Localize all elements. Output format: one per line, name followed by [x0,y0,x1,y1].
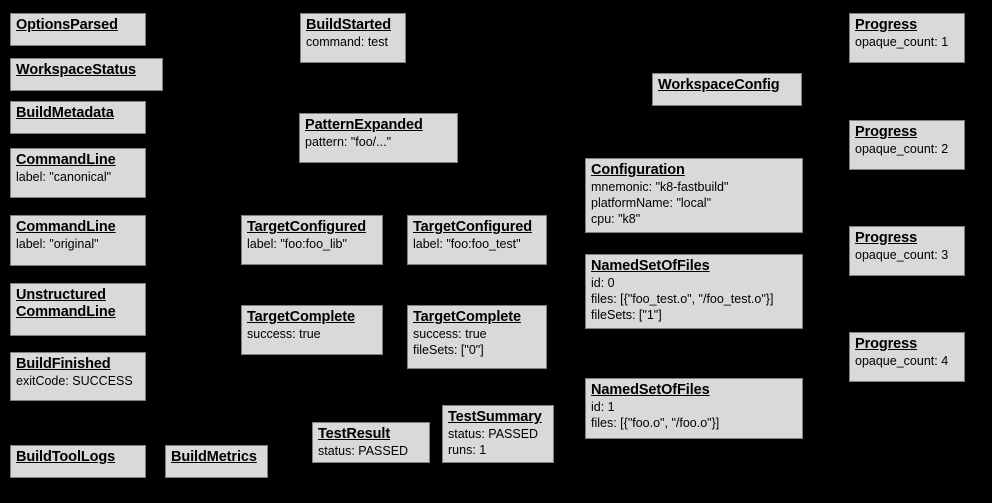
node-title: TargetConfigured [247,219,366,235]
node-attributes: status: PASSED runs: 1 [448,426,539,457]
node-title: BuildMetrics [171,449,257,465]
node-workspace-status[interactable]: WorkspaceStatus [10,58,163,91]
node-build-metrics[interactable]: BuildMetrics [165,445,268,478]
node-title: Unstructured CommandLine [16,287,116,320]
node-title: BuildToolLogs [16,449,116,465]
node-build-tool-logs[interactable]: BuildToolLogs [10,445,146,478]
node-title: PatternExpanded [305,117,423,133]
node-title: TargetComplete [247,309,355,325]
node-attributes: label: "foo:foo_test" [413,236,521,251]
node-title: Configuration [591,162,685,178]
node-title: CommandLine [16,152,116,168]
node-title: TestResult [318,426,391,442]
node-title: Progress [855,336,918,352]
node-workspace-config[interactable]: WorkspaceConfig [652,73,802,106]
node-attributes: id: 0 files: [{"foo_test.o", "/foo_test.… [591,275,774,322]
node-attributes: label: "original" [16,236,99,251]
node-title: TargetComplete [413,309,521,325]
node-title: Progress [855,230,918,246]
node-title: Progress [855,124,918,140]
node-attributes: opaque_count: 1 [855,34,949,49]
node-title: BuildStarted [306,17,392,33]
node-attributes: success: true fileSets: ["0"] [413,326,487,357]
node-attributes: id: 1 files: [{"foo.o", "/foo.o"}] [591,399,720,430]
node-attributes: pattern: "foo/..." [305,134,392,149]
node-title: BuildMetadata [16,105,114,121]
node-attributes: opaque_count: 2 [855,141,949,156]
node-attributes: opaque_count: 4 [855,353,949,368]
node-title: Progress [855,17,918,33]
node-attributes: success: true [247,326,321,341]
node-title: NamedSetOfFiles [591,382,710,398]
node-title: OptionsParsed [16,17,118,33]
node-unstructured-command-line[interactable]: Unstructured CommandLine [10,283,146,336]
node-attributes: label: "canonical" [16,169,112,184]
node-attributes: opaque_count: 3 [855,247,949,262]
node-title: BuildFinished [16,356,111,372]
node-title: WorkspaceConfig [658,77,780,93]
node-title: WorkspaceStatus [16,62,136,78]
node-attributes: label: "foo:foo_lib" [247,236,347,251]
node-attributes: status: PASSED [318,443,409,458]
node-attributes: command: test [306,34,388,49]
node-title: NamedSetOfFiles [591,258,710,274]
node-title: TestSummary [448,409,542,425]
node-options-parsed[interactable]: OptionsParsed [10,13,146,46]
node-attributes: mnemonic: "k8-fastbuild" platformName: "… [591,179,729,226]
node-title: TargetConfigured [413,219,532,235]
node-build-metadata[interactable]: BuildMetadata [10,101,146,134]
node-title: CommandLine [16,219,116,235]
node-attributes: exitCode: SUCCESS [16,373,133,388]
